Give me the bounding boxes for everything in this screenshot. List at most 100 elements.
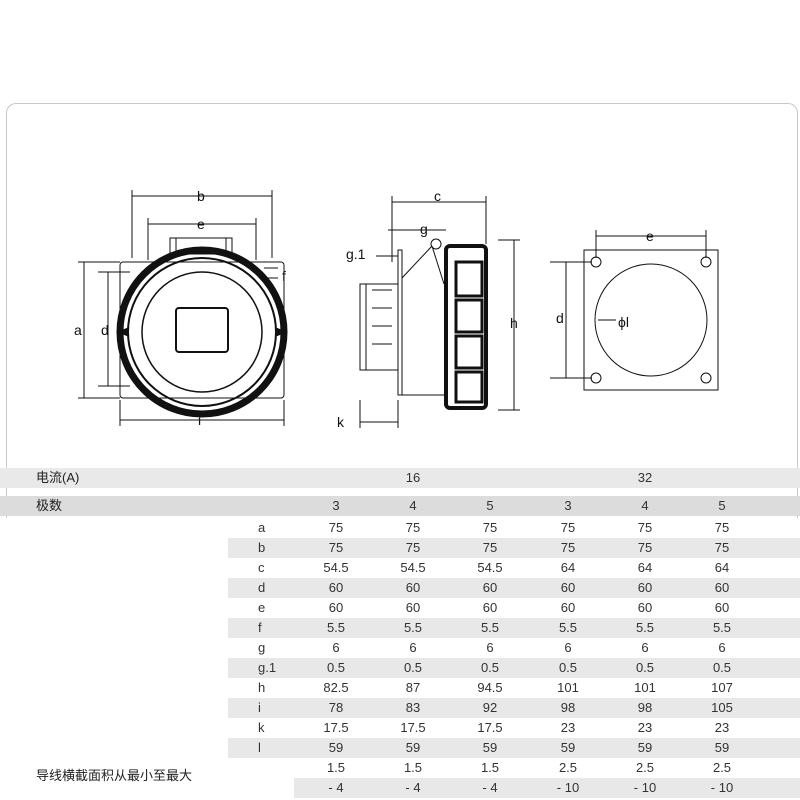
value-cell: 101: [634, 680, 656, 695]
value-cell: 64: [560, 560, 576, 575]
wire-cell: 2.5: [712, 760, 732, 775]
value-cell: 0.5: [403, 660, 423, 675]
pole-cell: 4: [409, 498, 417, 513]
value-cell: 60: [328, 600, 344, 615]
value-cell: 6: [332, 640, 340, 655]
dim-label-a: a: [74, 322, 82, 338]
dim-label-g1: g.1: [346, 246, 366, 262]
poles-label: 极数: [36, 498, 63, 513]
value-cell: 75: [328, 520, 344, 535]
value-cell: 98: [560, 700, 576, 715]
wire-cell: - 4: [328, 780, 344, 795]
value-cell: 60: [637, 580, 653, 595]
value-cell: 23: [714, 720, 730, 735]
value-cell: 6: [641, 640, 649, 655]
value-cell: 6: [486, 640, 494, 655]
value-cell: 59: [482, 740, 498, 755]
dim-label-e-cutout: e: [646, 228, 654, 244]
wire-label: 导线横截面积从最小至最大: [36, 768, 193, 783]
value-cell: 98: [637, 700, 653, 715]
dimension-key: b: [258, 540, 266, 555]
dimension-key: l: [258, 740, 261, 755]
wire-row: - 4- 4- 4- 10- 10- 10: [0, 778, 800, 798]
dim-label-f: f: [282, 268, 286, 284]
wire-cell: 2.5: [635, 760, 655, 775]
value-cell: 6: [718, 640, 726, 655]
value-cell: 101: [557, 680, 579, 695]
value-cell: 75: [405, 520, 421, 535]
value-cell: 83: [405, 700, 421, 715]
value-cell: 75: [637, 540, 653, 555]
dim-label-g: g: [420, 221, 428, 237]
value-cell: 17.5: [400, 720, 426, 735]
current-32: 32: [637, 470, 653, 485]
dim-label-e: e: [197, 216, 205, 232]
dimension-key: h: [258, 680, 266, 695]
wire-cell: 1.5: [403, 760, 423, 775]
value-cell: 75: [482, 540, 498, 555]
front-view: [78, 190, 288, 426]
value-cell: 17.5: [323, 720, 349, 735]
value-cell: 5.5: [326, 620, 346, 635]
dim-label-b: b: [197, 188, 205, 204]
wire-cell: - 4: [405, 780, 421, 795]
dimension-key: d: [258, 580, 266, 595]
value-cell: 6: [564, 640, 572, 655]
dim-label-k: k: [337, 414, 345, 430]
wire-cell: - 10: [633, 780, 657, 795]
value-cell: 60: [714, 580, 730, 595]
value-cell: 0.5: [558, 660, 578, 675]
value-cell: 60: [328, 580, 344, 595]
table-row: g 6 6 6 6 6 6: [0, 638, 800, 658]
value-cell: 59: [405, 740, 421, 755]
dim-label-c: c: [434, 188, 441, 204]
wire-cell: - 4: [482, 780, 498, 795]
dimension-key: g: [258, 640, 266, 655]
table-header-current: 电流(A) 16 32: [0, 468, 800, 488]
pole-cell: 3: [564, 498, 572, 513]
value-cell: 5.5: [403, 620, 423, 635]
value-cell: 59: [560, 740, 576, 755]
technical-drawings: b e f a d i c g g.1 h k e d ϕl: [74, 188, 719, 430]
value-cell: 75: [560, 520, 576, 535]
value-cell: 78: [328, 700, 344, 715]
dim-label-d: d: [101, 322, 109, 338]
dimension-key: g.1: [258, 660, 277, 675]
value-cell: 75: [637, 520, 653, 535]
value-cell: 60: [405, 580, 421, 595]
current-16: 16: [405, 470, 421, 485]
pole-cell: 5: [486, 498, 494, 513]
value-cell: 60: [405, 600, 421, 615]
value-cell: 5.5: [635, 620, 655, 635]
value-cell: 75: [560, 540, 576, 555]
value-cell: 75: [405, 540, 421, 555]
value-cell: 92: [482, 700, 498, 715]
value-cell: 17.5: [477, 720, 503, 735]
value-cell: 64: [714, 560, 730, 575]
dim-label-phi-l: ϕl: [618, 314, 629, 330]
dim-label-d-cutout: d: [556, 310, 564, 326]
value-cell: 60: [560, 600, 576, 615]
pole-cell: 4: [641, 498, 649, 513]
value-cell: 60: [714, 600, 730, 615]
value-cell: 23: [637, 720, 653, 735]
value-cell: 64: [637, 560, 653, 575]
value-cell: 23: [560, 720, 576, 735]
value-cell: 0.5: [480, 660, 500, 675]
wire-cell: 2.5: [558, 760, 578, 775]
value-cell: 5.5: [558, 620, 578, 635]
value-cell: 75: [714, 520, 730, 535]
wire-cell: 1.5: [480, 760, 500, 775]
value-cell: 60: [482, 580, 498, 595]
value-cell: 6: [409, 640, 417, 655]
value-cell: 59: [328, 740, 344, 755]
